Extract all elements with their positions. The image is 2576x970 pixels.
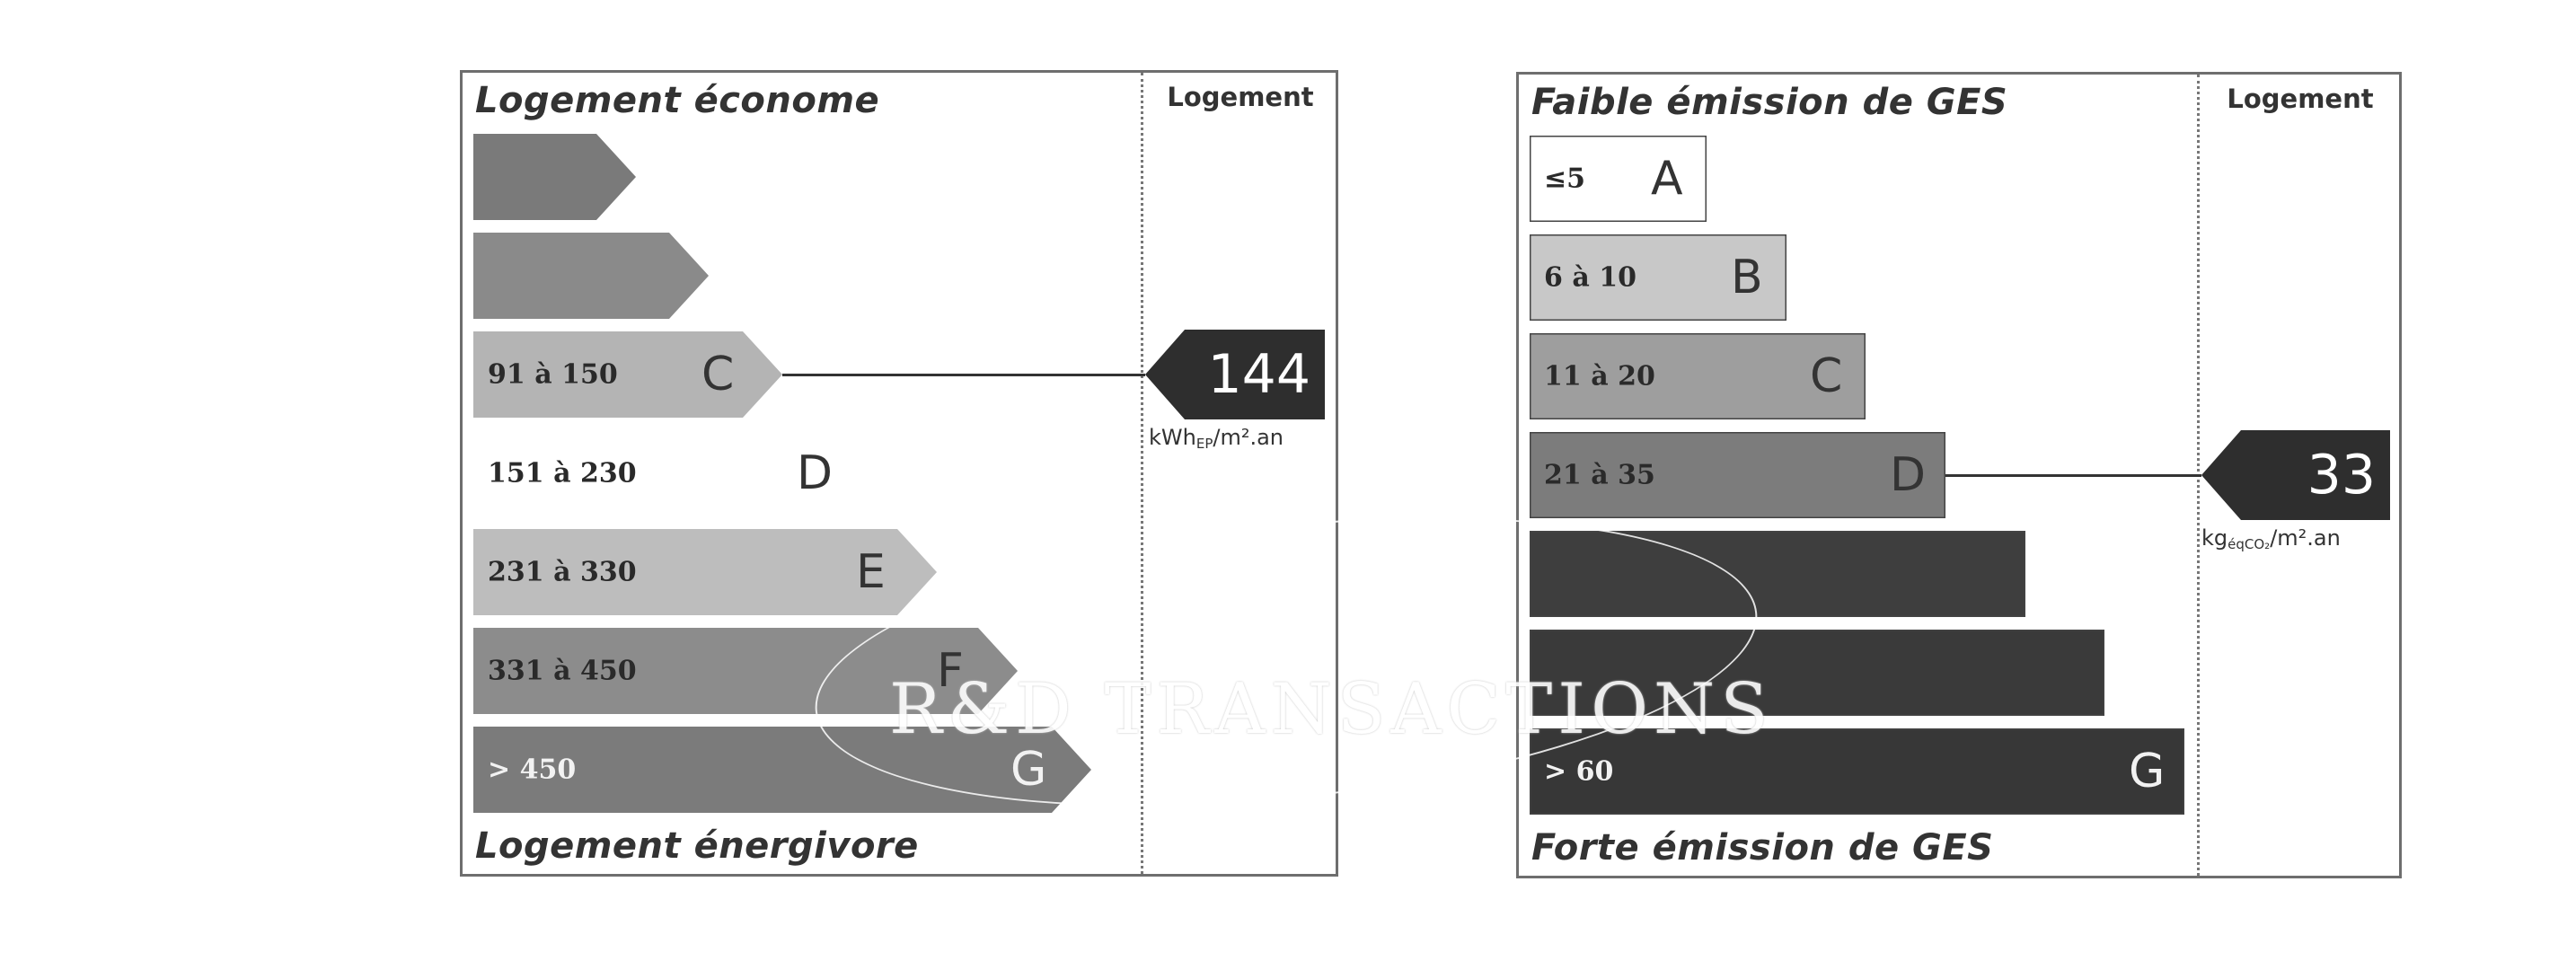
ges-class-range: > 60 bbox=[1544, 755, 1614, 788]
energy-bottom-label: Logement énergivore bbox=[475, 825, 919, 867]
energy-class-row bbox=[473, 233, 709, 319]
ges-class-shape bbox=[1530, 234, 1786, 321]
energy-class-list: 91 à 150 C 151 à 230 D 231 à 330 E 331 à 450 F >… bbox=[463, 73, 1141, 874]
ges-class-shape bbox=[1530, 136, 1707, 222]
ges-class-bar bbox=[1530, 531, 2025, 617]
energy-leader-line bbox=[782, 374, 1145, 376]
energy-label-panel: Logement économe Logement énergivore Log… bbox=[460, 70, 1338, 877]
energy-class-bar bbox=[473, 529, 937, 615]
energy-class-shape bbox=[473, 628, 1018, 714]
ges-class-shape bbox=[1530, 333, 1866, 419]
energy-class-row bbox=[473, 134, 636, 220]
ges-class-row: 6 à 10 B bbox=[1530, 234, 1786, 321]
energy-class-range: 91 à 150 bbox=[488, 358, 618, 391]
energy-class-bar bbox=[473, 331, 782, 418]
energy-class-letter: D bbox=[797, 446, 834, 500]
ges-class-shape bbox=[1530, 630, 2104, 716]
energy-class-row: 231 à 330 E bbox=[473, 529, 937, 615]
ges-class-shape bbox=[1530, 432, 1945, 518]
energy-value: 144 bbox=[1207, 343, 1310, 406]
ges-class-range: 21 à 35 bbox=[1544, 459, 1655, 491]
column-divider bbox=[1141, 73, 1143, 874]
ges-class-row bbox=[1530, 630, 2104, 716]
energy-class-bar bbox=[473, 233, 709, 319]
ges-value: 33 bbox=[2307, 444, 2376, 507]
ges-class-range: ≤5 bbox=[1544, 163, 1586, 195]
energy-class-row: > 450 G bbox=[473, 727, 1091, 813]
energy-class-shape bbox=[473, 331, 782, 418]
energy-class-row: 331 à 450 F bbox=[473, 628, 1018, 714]
energy-class-letter: E bbox=[856, 545, 886, 599]
energy-top-label: Logement économe bbox=[475, 80, 880, 121]
ges-class-row: 21 à 35 D bbox=[1530, 432, 1945, 518]
energy-class-bar bbox=[473, 134, 636, 220]
ges-class-range: 6 à 10 bbox=[1544, 261, 1636, 294]
ges-class-letter: D bbox=[1890, 448, 1927, 502]
energy-class-shape bbox=[473, 529, 937, 615]
ges-class-bar bbox=[1530, 630, 2104, 716]
energy-class-letter: G bbox=[1010, 743, 1047, 797]
energy-class-letter: F bbox=[937, 644, 964, 698]
energy-class-row: 91 à 150 C bbox=[473, 331, 782, 418]
energy-class-range: 231 à 330 bbox=[488, 556, 637, 588]
ges-class-letter: G bbox=[2129, 745, 2166, 798]
energy-class-letter: C bbox=[701, 348, 735, 401]
ges-class-bar bbox=[1530, 728, 2184, 815]
ges-class-list: ≤5 A 6 à 10 B 11 à 20 C 21 à 35 D > 60 G bbox=[1519, 75, 2197, 876]
energy-class-bar bbox=[473, 628, 1018, 714]
energy-class-range: > 450 bbox=[488, 754, 577, 786]
ges-class-row: 11 à 20 C bbox=[1530, 333, 1866, 419]
energy-class-shape bbox=[473, 233, 709, 319]
energy-column-header: Logement bbox=[1167, 82, 1314, 112]
indicator-arrow-shape bbox=[2201, 430, 2390, 520]
ges-class-letter: B bbox=[1731, 251, 1763, 304]
ges-class-letter: C bbox=[1810, 349, 1843, 403]
energy-class-range: 151 à 230 bbox=[488, 457, 637, 489]
energy-class-row: 151 à 230 D bbox=[473, 430, 863, 516]
energy-value-indicator: 144 bbox=[1145, 330, 1325, 419]
ges-value-indicator: 33 bbox=[2201, 430, 2390, 520]
ges-leader-line bbox=[1945, 474, 2201, 477]
energy-class-bar bbox=[473, 727, 1091, 813]
ges-top-label: Faible émission de GES bbox=[1531, 82, 2008, 123]
ges-bottom-label: Forte émission de GES bbox=[1531, 827, 1994, 869]
ges-class-bar bbox=[1530, 234, 1786, 321]
ges-column-header: Logement bbox=[2227, 84, 2374, 114]
energy-class-range: 331 à 450 bbox=[488, 655, 637, 687]
ges-class-bar bbox=[1530, 333, 1866, 419]
energy-class-shape bbox=[473, 727, 1091, 813]
ges-class-bar bbox=[1530, 432, 1945, 518]
ges-label-panel: Faible émission de GES Forte émission de… bbox=[1516, 72, 2402, 878]
ges-class-shape bbox=[1530, 728, 2184, 815]
ges-class-row: > 60 G bbox=[1530, 728, 2184, 815]
ges-class-row bbox=[1530, 531, 2025, 617]
energy-class-shape bbox=[473, 134, 636, 220]
ges-class-range: 11 à 20 bbox=[1544, 360, 1655, 392]
watermark-text: R&D TRANSACTIONS bbox=[889, 669, 1774, 750]
energy-unit: kWhEP/m².an bbox=[1149, 425, 1284, 452]
ges-class-shape bbox=[1530, 531, 2025, 617]
ges-class-letter: A bbox=[1651, 152, 1683, 206]
ges-unit: kgéqCO₂/m².an bbox=[2201, 525, 2341, 552]
ges-class-bar bbox=[1530, 136, 1707, 222]
indicator-arrow-shape bbox=[1145, 330, 1325, 419]
ges-class-row: ≤5 A bbox=[1530, 136, 1707, 222]
